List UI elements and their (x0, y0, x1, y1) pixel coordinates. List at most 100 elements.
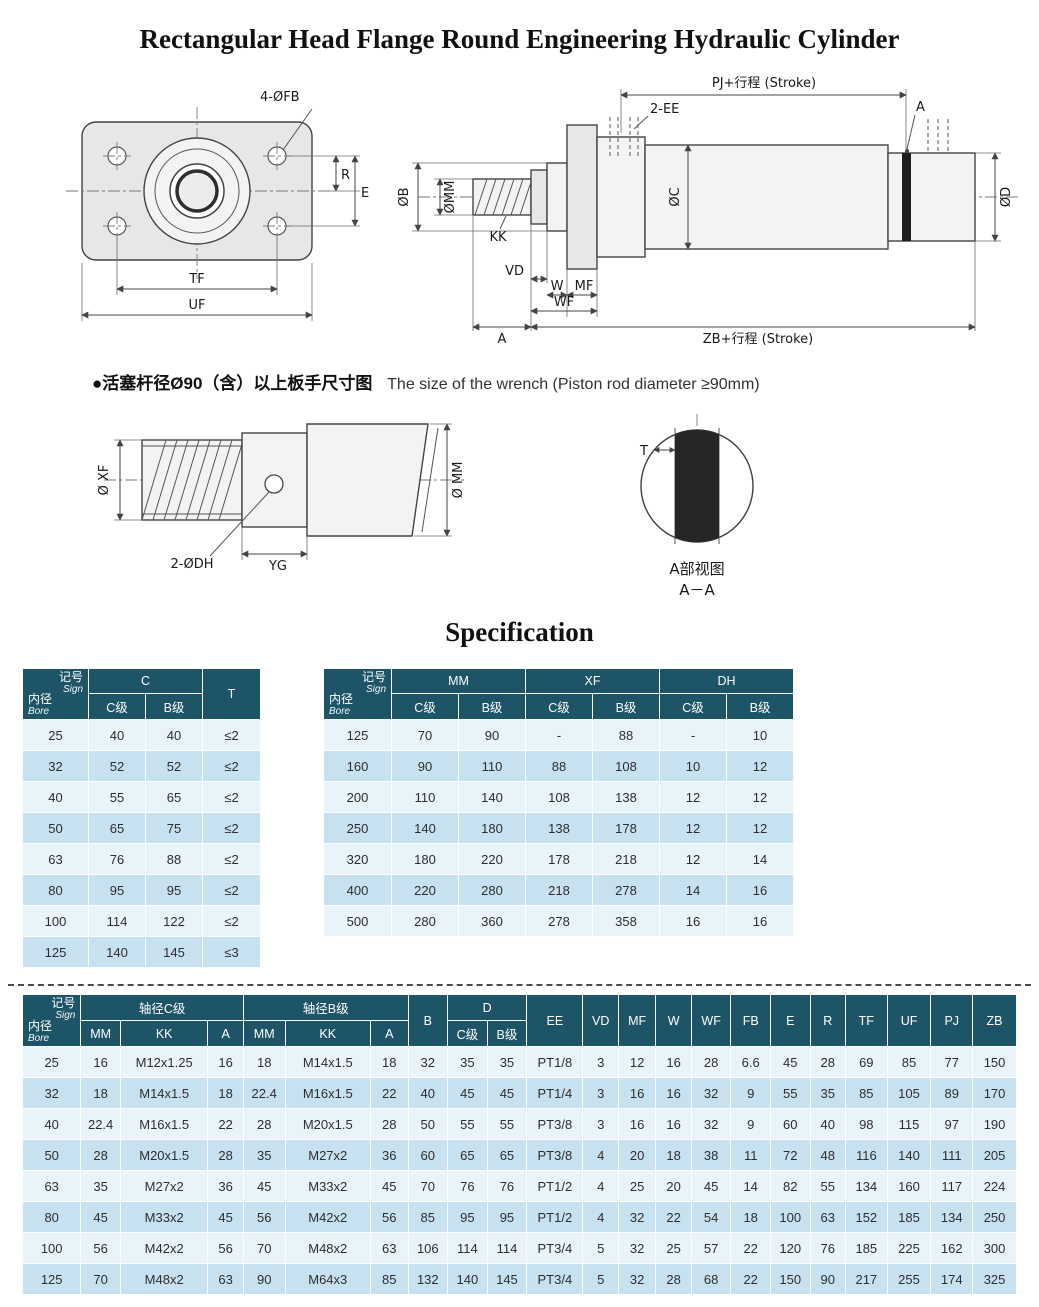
cylinder-side-view-drawing: PJ+行程 (Stroke) 2-EE A ØB ØMM KK ØC ØD (397, 76, 1020, 347)
table-cell: 76 (88, 843, 146, 875)
table-cell: 28 (242, 1108, 286, 1140)
table-cell: PT3/8 (526, 1139, 584, 1171)
table-cell: 134 (844, 1170, 888, 1202)
table-cell: 174 (930, 1263, 974, 1295)
table-cell: M14x1.5 (119, 1077, 209, 1109)
wrench-heading-zh: ●活塞杆径Ø90（含）以上板手尺寸图 (92, 374, 373, 393)
table-cell: 28 (655, 1263, 692, 1295)
table-cell: 80 (22, 874, 89, 906)
table-cell: 88 (145, 843, 203, 875)
label-dh: 2-ØDH (171, 557, 214, 572)
table-cell: 278 (525, 905, 594, 937)
table-cell: 97 (930, 1108, 974, 1140)
table-cell: 20 (617, 1139, 657, 1171)
table-cell: 100 (22, 905, 89, 937)
table-cell: 25 (655, 1232, 692, 1264)
table-cell: 40 (21, 1108, 82, 1140)
label-detail-title: A部视图 (669, 560, 724, 578)
table-cell: 95 (447, 1201, 488, 1233)
table-cell: 4 (582, 1201, 619, 1233)
spec-heading: Specification (445, 617, 594, 647)
table-cell: 88 (525, 750, 594, 782)
table2-col-dh: DH (659, 668, 795, 694)
table-cell: 360 (457, 905, 527, 937)
table-cell: 63 (21, 1170, 82, 1202)
table-cell: 11 (730, 1139, 771, 1171)
wrench-rod-drawing: Ø XF Ø MM 2-ØDH YG (97, 423, 466, 574)
table-cell: PT3/4 (526, 1232, 584, 1264)
table-cell: M42x2 (119, 1232, 209, 1264)
table3-col-d: D (447, 994, 528, 1021)
table-cell: M48x2 (284, 1232, 371, 1264)
table-cell: 52 (145, 750, 203, 782)
table-cell: 56 (207, 1232, 244, 1264)
table-cell: 90 (809, 1263, 846, 1295)
gland-boss (546, 162, 568, 232)
table-cell: 4 (582, 1170, 619, 1202)
label-e: E (361, 186, 369, 201)
label-yg: YG (268, 559, 287, 574)
table-cell: 98 (844, 1108, 888, 1140)
wrench-drawings: Ø XF Ø MM 2-ØDH YG (92, 398, 1039, 603)
table-cell: 35 (486, 1046, 528, 1078)
table-cell: 255 (886, 1263, 932, 1295)
table-cell: 32 (617, 1232, 657, 1264)
label-uf: UF (189, 298, 206, 313)
table-cell: 10 (659, 750, 728, 782)
label-a-dim: A (498, 332, 507, 347)
table2-col-mm: MM (390, 668, 527, 694)
rod-nut (530, 169, 548, 225)
table-cell: 18 (730, 1201, 771, 1233)
table-cell: 100 (769, 1201, 811, 1233)
table-cell: 280 (457, 874, 527, 906)
table-cell: 28 (809, 1046, 846, 1078)
table3-col-b: B (407, 994, 449, 1047)
table-cell: 22.4 (242, 1077, 286, 1109)
table-cell: 35 (809, 1077, 846, 1109)
table-cell: M27x2 (284, 1139, 371, 1171)
table-cell: 145 (145, 936, 203, 968)
table2-mm-grade-b: B级 (457, 693, 527, 720)
table-cell: 114 (447, 1232, 488, 1264)
table-cell: 18 (369, 1046, 409, 1078)
table-cell: 152 (844, 1201, 888, 1233)
table-cell: ≤3 (202, 936, 261, 968)
wrench-flat-cross-section (675, 429, 719, 543)
table-cell: 50 (21, 1139, 82, 1171)
label-a-mark: A (916, 100, 925, 115)
table-cell: 32 (690, 1077, 732, 1109)
table-cell: 90 (457, 719, 527, 751)
head-flange-plate (566, 124, 598, 270)
table3-col-vd: VD (582, 994, 619, 1047)
label-vd: VD (505, 264, 524, 279)
section-aa-drawing: T A部视图 A－A (639, 414, 754, 599)
table-cell: 76 (809, 1232, 846, 1264)
table-cell: 16 (80, 1046, 121, 1078)
table-cell: 32 (407, 1046, 449, 1078)
table-cell: 60 (407, 1139, 449, 1171)
table-cell: 200 (323, 781, 392, 813)
table-cell: 76 (447, 1170, 488, 1202)
table-cell: 85 (844, 1077, 888, 1109)
table-cell: 32 (617, 1201, 657, 1233)
table3-shaftc-mm: MM (80, 1020, 121, 1047)
table-cell: 16 (726, 874, 795, 906)
table-cell: M64x3 (284, 1263, 371, 1295)
table-cell: 16 (617, 1108, 657, 1140)
label-t: T (639, 444, 648, 459)
table-cell: 25 (22, 719, 89, 751)
table-cell: 25 (21, 1046, 82, 1078)
table-cell: 225 (886, 1232, 932, 1264)
table2-dh-grade-c: C级 (659, 693, 728, 720)
table-cell: 70 (242, 1232, 286, 1264)
label-d-dia: ØD (999, 187, 1014, 207)
table-cell: 125 (21, 1263, 82, 1295)
table-cell: 32 (21, 1077, 82, 1109)
table-cell: 5 (582, 1263, 619, 1295)
table-cell: 90 (391, 750, 459, 782)
table-cell: 22 (655, 1201, 692, 1233)
